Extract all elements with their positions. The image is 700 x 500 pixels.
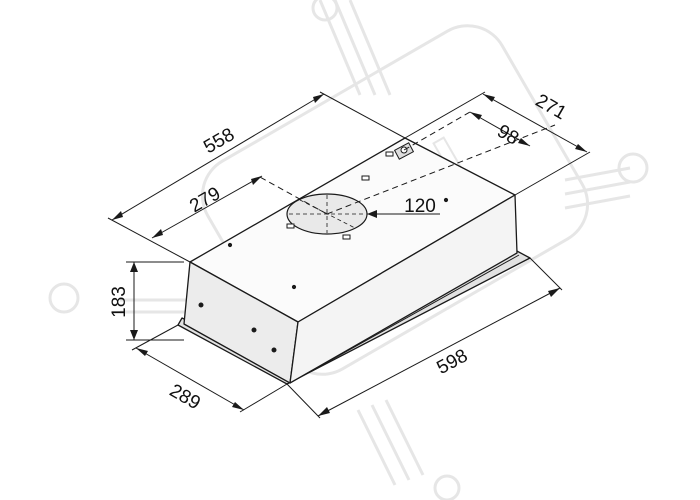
extension-line: [326, 124, 556, 215]
screw-hole: [198, 302, 204, 308]
flange-edge-line: [183, 323, 291, 384]
extension-line: [286, 383, 321, 419]
arrowhead: [232, 402, 244, 410]
watermark-stripe: [333, 0, 377, 96]
extension-line: [514, 151, 591, 196]
dimension-label-duct-side-offset: 98: [493, 121, 522, 150]
arrowhead: [130, 262, 138, 272]
arrowhead: [112, 211, 123, 220]
dimension-label-flange-depth: 289: [166, 380, 204, 414]
hood-body: [177, 137, 531, 385]
arrowhead: [518, 138, 530, 146]
dimension-label-duct-front-offset: 279: [186, 183, 224, 217]
mounting-slot: [385, 151, 394, 157]
dimension-label-depth: 271: [532, 90, 570, 124]
dimension-line-289: [135, 347, 245, 411]
arrowhead: [470, 112, 482, 120]
arrowhead: [313, 94, 324, 103]
hood-front-face: [289, 194, 518, 384]
watermark-stripe: [318, 0, 362, 96]
arrowheads: [112, 94, 587, 416]
watermark-stripe: [384, 399, 425, 476]
dimension-line-271: [482, 93, 588, 153]
extension-line: [131, 324, 179, 351]
dimension-label-length: 558: [200, 124, 238, 158]
arrowhead: [136, 348, 148, 356]
watermark-circle: [311, 0, 339, 22]
watermark-circle: [433, 474, 461, 500]
watermark-stripe: [348, 0, 392, 96]
extension-line: [403, 111, 471, 151]
arrowhead: [575, 144, 587, 152]
dimension-line-598: [317, 287, 561, 417]
arrowhead: [318, 407, 330, 416]
extension-line: [257, 175, 328, 215]
dimension-line-279: [151, 175, 263, 239]
extension-line: [107, 217, 191, 263]
mounting-slot: [286, 223, 295, 229]
screw-hole: [271, 347, 277, 353]
watermark-circle: [48, 282, 80, 314]
dimension-label-flange-width: 598: [433, 345, 471, 378]
watermark-circle: [617, 152, 649, 184]
arrowhead: [152, 229, 163, 238]
extension-line: [239, 383, 288, 413]
screw-hole: [291, 284, 297, 290]
arrowhead: [483, 94, 495, 102]
dimension-line-558: [111, 93, 325, 221]
arrowhead: [130, 330, 138, 340]
dimension-label-duct-diameter: 120: [404, 196, 436, 217]
screw-hole: [227, 242, 233, 248]
watermark-stripe: [370, 404, 411, 481]
extension-line: [319, 91, 406, 139]
mounting-slot: [361, 175, 370, 181]
dimension-lines: [107, 91, 591, 419]
extension-line: [529, 257, 563, 291]
mounting-slot: [342, 234, 351, 240]
arrowhead: [367, 210, 377, 218]
screw-hole: [443, 197, 449, 203]
hood-details: [198, 142, 449, 353]
watermark-stripe: [564, 180, 631, 196]
watermark-stripe: [356, 409, 397, 486]
screw-hole: [251, 327, 257, 333]
arrowhead: [251, 176, 262, 185]
extension-line: [404, 91, 486, 139]
dimension-label-height: 183: [109, 286, 130, 318]
flange-edge-line: [289, 254, 520, 384]
arrowhead: [548, 288, 560, 297]
watermark-stripe: [564, 194, 631, 210]
